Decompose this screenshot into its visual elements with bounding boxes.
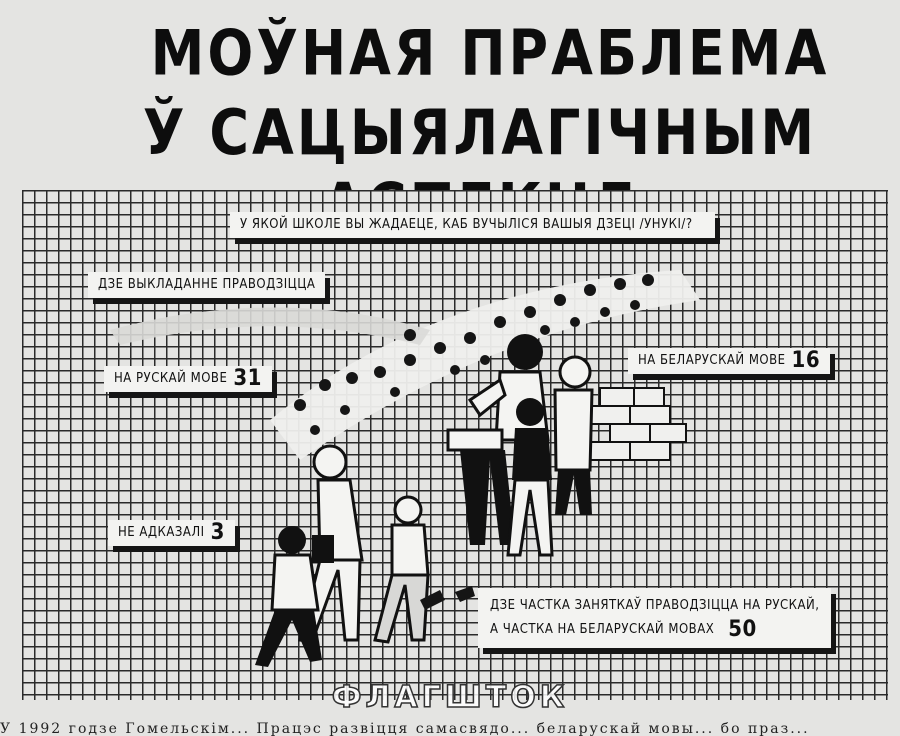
- page-title-line-1: МОЎНАЯ ПРАБЛЕМА: [150, 17, 830, 90]
- answer-belarusian-value: 16: [791, 348, 821, 373]
- question-callout: У ЯКОЙ ШКОЛЕ ВЫ ЖАДАЕЦЕ, КАБ ВУЧЫЛІСЯ ВА…: [230, 212, 715, 238]
- walking-woman: [298, 444, 364, 644]
- watermark: ФЛАГШТОК: [331, 679, 569, 716]
- subquestion-callout: ДЗЕ ВЫКЛАДАННЕ ПРАВОДЗІЦЦА: [88, 272, 326, 298]
- answer-russian-callout: НА РУСКАЙ МОВЕ 31: [104, 366, 272, 392]
- subquestion-text: ДЗЕ ВЫКЛАДАННЕ ПРАВОДЗІЦЦА: [98, 277, 316, 292]
- walking-girl: [255, 526, 322, 667]
- dot-pattern: [294, 274, 654, 435]
- answer-mixed-callout: ДЗЕ ЧАСТКА ЗАНЯТКАЎ ПРАВОДЗІЦЦА НА РУСКА…: [478, 588, 832, 648]
- answer-noanswer-callout: НЕ АДКАЗАЛІ 3: [108, 520, 235, 546]
- answer-mixed-label-line2: А ЧАСТКА НА БЕЛАРУСКАЙ МОВАХ: [490, 622, 715, 637]
- child-figure: [506, 398, 554, 557]
- answer-russian-label: НА РУСКАЙ МОВЕ: [114, 371, 228, 386]
- article-caption-text: У 1992 годзе Гомельскім... Працэс развіц…: [0, 722, 810, 736]
- walking-boy: [373, 495, 430, 644]
- answer-mixed-value: 50: [728, 617, 757, 642]
- answer-belarusian-callout: НА БЕЛАРУСКАЙ МОВЕ 16: [628, 348, 831, 374]
- answer-noanswer-value: 3: [210, 520, 225, 545]
- question-text: У ЯКОЙ ШКОЛЕ ВЫ ЖАДАЕЦЕ, КАБ ВУЧЫЛІСЯ ВА…: [240, 217, 693, 232]
- answer-noanswer-label: НЕ АДКАЗАЛІ: [118, 525, 205, 540]
- answer-belarusian-label: НА БЕЛАРУСКАЙ МОВЕ: [638, 353, 786, 368]
- answer-russian-value: 31: [233, 366, 262, 391]
- answer-mixed-label-line1: ДЗЕ ЧАСТКА ЗАНЯТКАЎ ПРАВОДЗІЦЦА НА РУСКА…: [490, 598, 820, 613]
- elderly-figure: [553, 355, 594, 515]
- brick-wall: [589, 387, 687, 461]
